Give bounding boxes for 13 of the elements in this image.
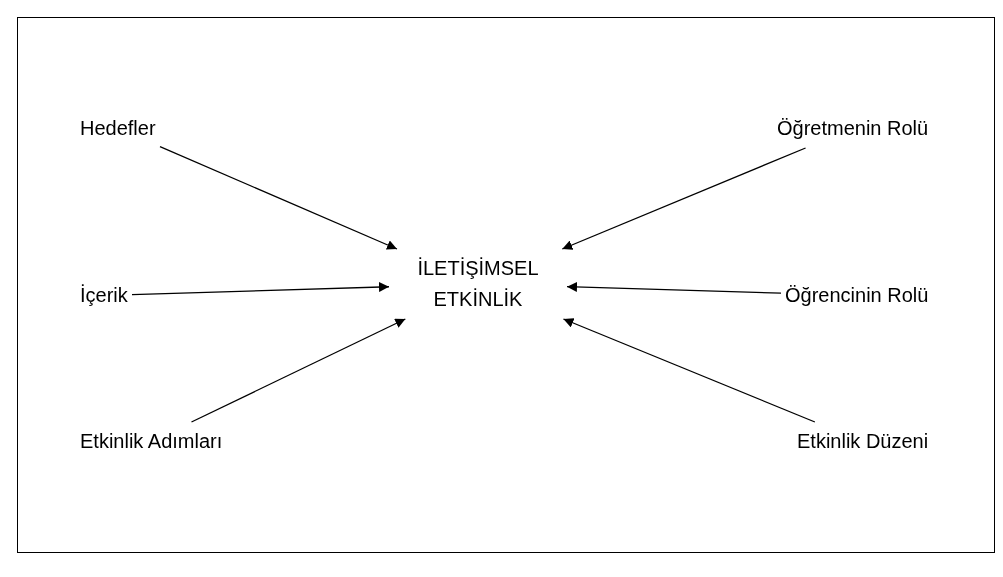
node-label: İLETİŞİMSEL ETKİNLİK — [393, 253, 563, 315]
node-label: İçerik — [80, 280, 128, 311]
arrow — [131, 282, 390, 296]
node-label: Öğrencinin Rolü — [785, 280, 929, 311]
arrow — [566, 282, 782, 294]
node-label: Etkinlik Adımları — [80, 426, 223, 457]
arrow — [561, 147, 807, 250]
arrow — [159, 146, 398, 250]
arrow — [190, 318, 406, 423]
arrow — [562, 318, 816, 423]
node-label: Etkinlik Düzeni — [797, 426, 929, 457]
node-label: Hedefler — [80, 113, 156, 144]
node-label: Öğretmenin Rolü — [777, 113, 929, 144]
